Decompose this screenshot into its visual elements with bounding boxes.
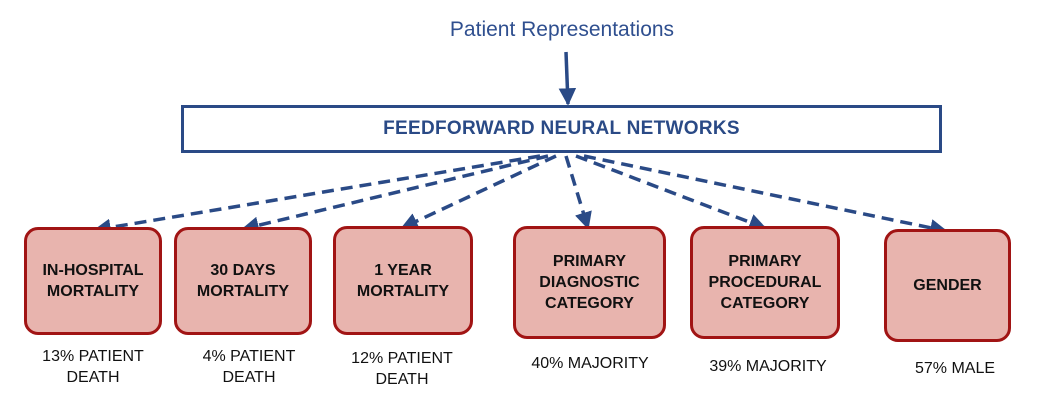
dashed-arrow-1-year	[400, 154, 557, 230]
model-label: FEEDFORWARD NEURAL NETWORKS	[383, 118, 740, 139]
task-label: 30 DAYS MORTALITY	[196, 262, 290, 300]
input-arrow	[558, 51, 577, 106]
dashed-arrow-in-hospital	[93, 154, 541, 237]
task-stat-30-days-mortality: 4% PATIENT DEATH	[202, 348, 296, 386]
task-box-30-days-mortality: 30 DAYS MORTALITY	[174, 227, 312, 335]
task-stat-1-year-mortality: 12% PATIENT DEATH	[351, 350, 453, 388]
dashed-arrow-gender	[583, 154, 948, 237]
task-box-1-year-mortality: 1 YEAR MORTALITY	[333, 226, 473, 335]
task-box-gender: GENDER	[884, 229, 1011, 342]
feedforward-network-box: FEEDFORWARD NEURAL NETWORKS	[181, 105, 942, 153]
dashed-arrow-30-days	[241, 154, 549, 234]
task-stat-primary-procedural-category: 39% MAJORITY	[709, 358, 827, 375]
task-label: 1 YEAR MORTALITY	[356, 261, 450, 300]
input-label: Patient Representations	[449, 18, 675, 41]
task-label: GENDER	[913, 277, 982, 294]
task-label: IN-HOSPITAL MORTALITY	[42, 262, 144, 300]
task-stat-gender: 57% MALE	[914, 360, 996, 377]
task-box-primary-procedural-category: PRIMARY PROCEDURAL CATEGORY	[690, 226, 840, 339]
task-label: PRIMARY DIAGNOSTIC CATEGORY	[539, 253, 640, 312]
task-label: PRIMARY PROCEDURAL CATEGORY	[708, 253, 822, 312]
dashed-arrow-diagnostic	[564, 155, 592, 230]
dashed-arrow-procedural	[575, 154, 767, 231]
task-stat-primary-diagnostic-category: 40% MAJORITY	[531, 355, 649, 372]
task-box-primary-diagnostic-category: PRIMARY DIAGNOSTIC CATEGORY	[513, 226, 666, 339]
task-box-in-hospital-mortality: IN-HOSPITAL MORTALITY	[24, 227, 162, 335]
task-stat-in-hospital-mortality: 13% PATIENT DEATH	[42, 348, 144, 386]
